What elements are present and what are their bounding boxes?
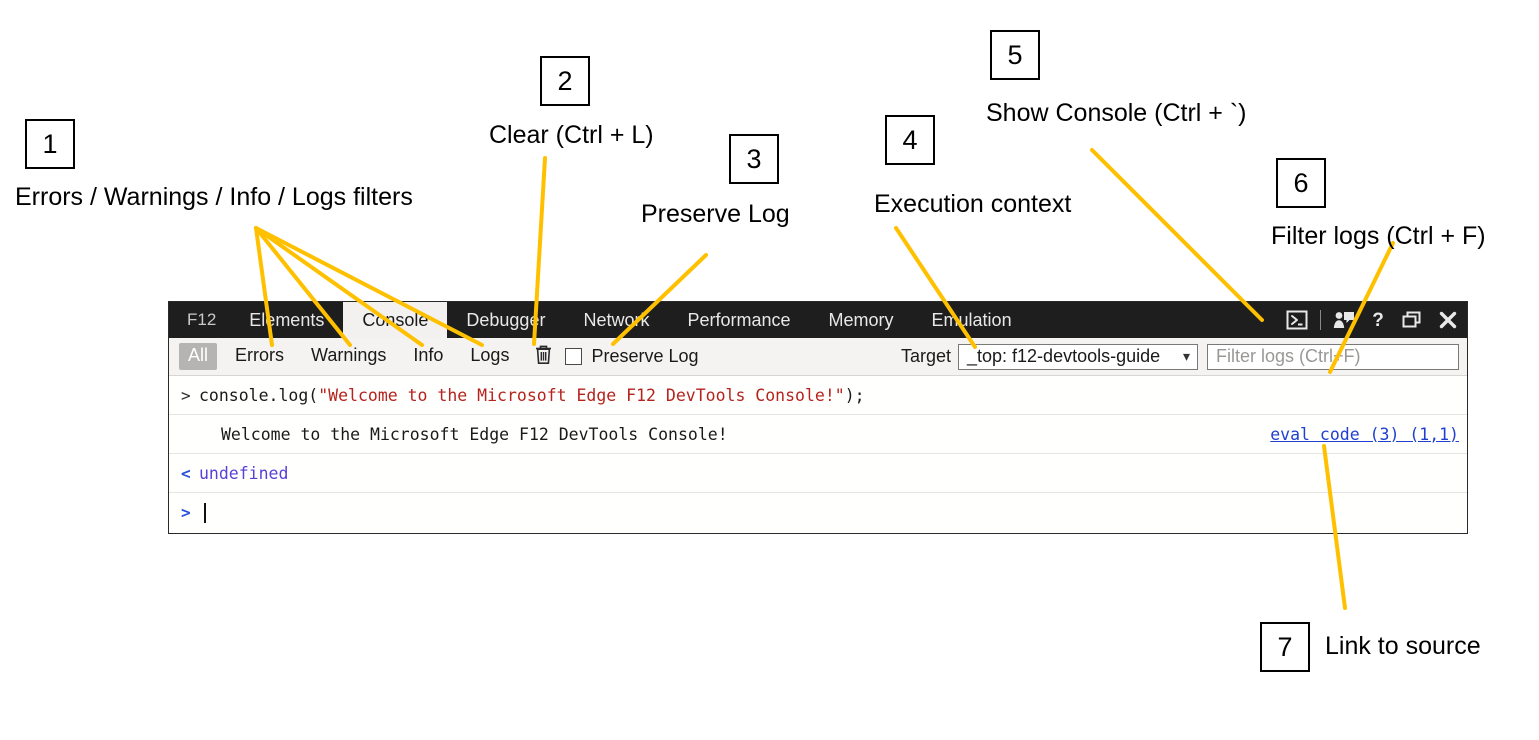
callout-label-5: Show Console (Ctrl + `) xyxy=(986,99,1247,127)
callout-number-2: 2 xyxy=(540,56,590,106)
callout-number-7: 7 xyxy=(1260,622,1310,672)
code-string-literal: "Welcome to the Microsoft Edge F12 DevTo… xyxy=(318,385,845,405)
callout-label-7: Link to source xyxy=(1325,632,1481,660)
console-input-code: console.log("Welcome to the Microsoft Ed… xyxy=(199,386,865,405)
feedback-icon[interactable] xyxy=(1327,302,1361,338)
chevron-down-icon: ▾ xyxy=(1182,348,1190,364)
console-output-text: Welcome to the Microsoft Edge F12 DevToo… xyxy=(221,424,728,444)
target-label: Target xyxy=(900,346,951,366)
callout-number-6: 6 xyxy=(1276,158,1326,208)
clear-console-button[interactable] xyxy=(529,344,557,370)
preserve-log-control[interactable]: Preserve Log xyxy=(565,346,699,367)
code-suffix: ); xyxy=(844,385,865,405)
filter-logs[interactable]: Logs xyxy=(470,345,510,365)
trash-icon xyxy=(534,344,553,370)
tab-emulation[interactable]: Emulation xyxy=(931,309,1012,330)
tab-memory[interactable]: Memory xyxy=(828,309,894,330)
console-output-area[interactable]: > console.log("Welcome to the Microsoft … xyxy=(169,376,1467,532)
help-icon[interactable]: ? xyxy=(1361,302,1395,338)
filter-all[interactable]: All xyxy=(179,343,218,370)
callout-number-5: 5 xyxy=(990,30,1040,80)
tabstrip-spacer xyxy=(1031,302,1280,338)
input-prompt-icon: > xyxy=(181,385,191,405)
callout-number-4: 4 xyxy=(885,115,935,165)
svg-text:?: ? xyxy=(1372,310,1384,331)
console-output-line: Welcome to the Microsoft Edge F12 DevToo… xyxy=(169,415,1467,454)
callout-label-6: Filter logs (Ctrl + F) xyxy=(1271,222,1486,250)
execution-context-value: _top: f12-devtools-guide xyxy=(967,346,1161,366)
execution-context-select[interactable]: _top: f12-devtools-guide ▾ xyxy=(958,343,1198,370)
tab-performance[interactable]: Performance xyxy=(687,309,791,330)
callout-number-1: 1 xyxy=(25,119,75,169)
filter-logs-input[interactable]: Filter logs (Ctrl+F) xyxy=(1207,343,1459,370)
filter-logs-placeholder: Filter logs (Ctrl+F) xyxy=(1216,346,1361,366)
console-result-value: undefined xyxy=(199,463,289,483)
callout-label-1: Errors / Warnings / Info / Logs filters xyxy=(15,183,413,211)
callout-label-2: Clear (Ctrl + L) xyxy=(489,121,654,149)
result-prompt-icon: < xyxy=(181,463,191,483)
callout-label-4: Execution context xyxy=(874,190,1072,218)
devtools-brand-label: F12 xyxy=(187,310,217,329)
devtools-window: F12 Elements Console Debugger Network Pe… xyxy=(168,301,1468,534)
source-link[interactable]: eval code (3) (1,1) xyxy=(1270,424,1459,444)
close-icon[interactable] xyxy=(1429,302,1467,338)
filter-info[interactable]: Info xyxy=(413,345,444,365)
new-prompt-icon: > xyxy=(181,503,191,522)
console-result-line: < undefined xyxy=(169,454,1467,493)
filter-warnings[interactable]: Warnings xyxy=(311,345,387,365)
callout-label-3: Preserve Log xyxy=(641,200,790,228)
text-caret xyxy=(204,502,206,523)
preserve-log-checkbox[interactable] xyxy=(565,348,583,365)
console-input-line: > console.log("Welcome to the Microsoft … xyxy=(169,376,1467,415)
tab-debugger[interactable]: Debugger xyxy=(466,309,546,330)
console-toolbar: All Errors Warnings Info Logs Preserve L… xyxy=(169,338,1467,376)
code-prefix: console.log( xyxy=(199,385,319,405)
tab-network[interactable]: Network xyxy=(583,309,650,330)
show-console-icon[interactable] xyxy=(1280,302,1314,338)
console-prompt-line[interactable]: > xyxy=(169,493,1467,532)
filter-errors[interactable]: Errors xyxy=(235,345,285,365)
undock-icon[interactable] xyxy=(1395,302,1429,338)
callout-number-3: 3 xyxy=(729,134,779,184)
tab-elements[interactable]: Elements xyxy=(249,309,325,330)
toolbar-separator xyxy=(1320,310,1321,330)
leader-5-console xyxy=(1090,148,1264,322)
devtools-tabstrip: F12 Elements Console Debugger Network Pe… xyxy=(169,302,1467,338)
tab-console[interactable]: Console xyxy=(343,302,448,338)
preserve-log-label: Preserve Log xyxy=(591,346,699,366)
